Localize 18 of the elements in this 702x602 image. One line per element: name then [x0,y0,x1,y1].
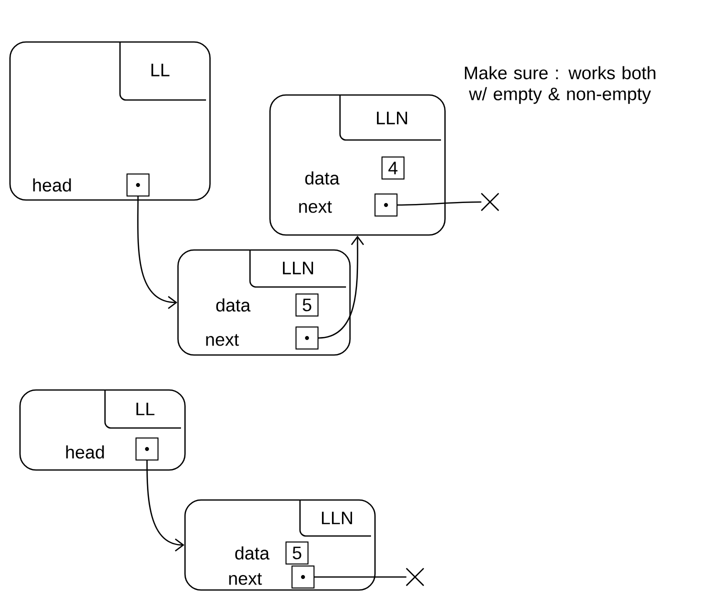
arrow [146,460,184,552]
connector-line [398,201,482,206]
value-cell: 5 [296,294,318,316]
pointer-cell [296,326,318,350]
arrow [318,236,364,339]
arrow [137,196,178,310]
null-cross [480,192,500,212]
pointer-cell [126,174,150,196]
value-cell: 4 [382,156,404,180]
value-cell: 5 [286,542,308,564]
null-cross [406,568,424,586]
pointer-cell [292,566,314,588]
pointer-cell [374,194,398,216]
note-text: Make sure : works both w/ empty & non-empty [464,66,656,104]
pointer-cell [136,438,158,460]
connector-line [314,576,406,578]
object-box: LL head [9,41,211,201]
object-box: LL head [19,389,186,471]
